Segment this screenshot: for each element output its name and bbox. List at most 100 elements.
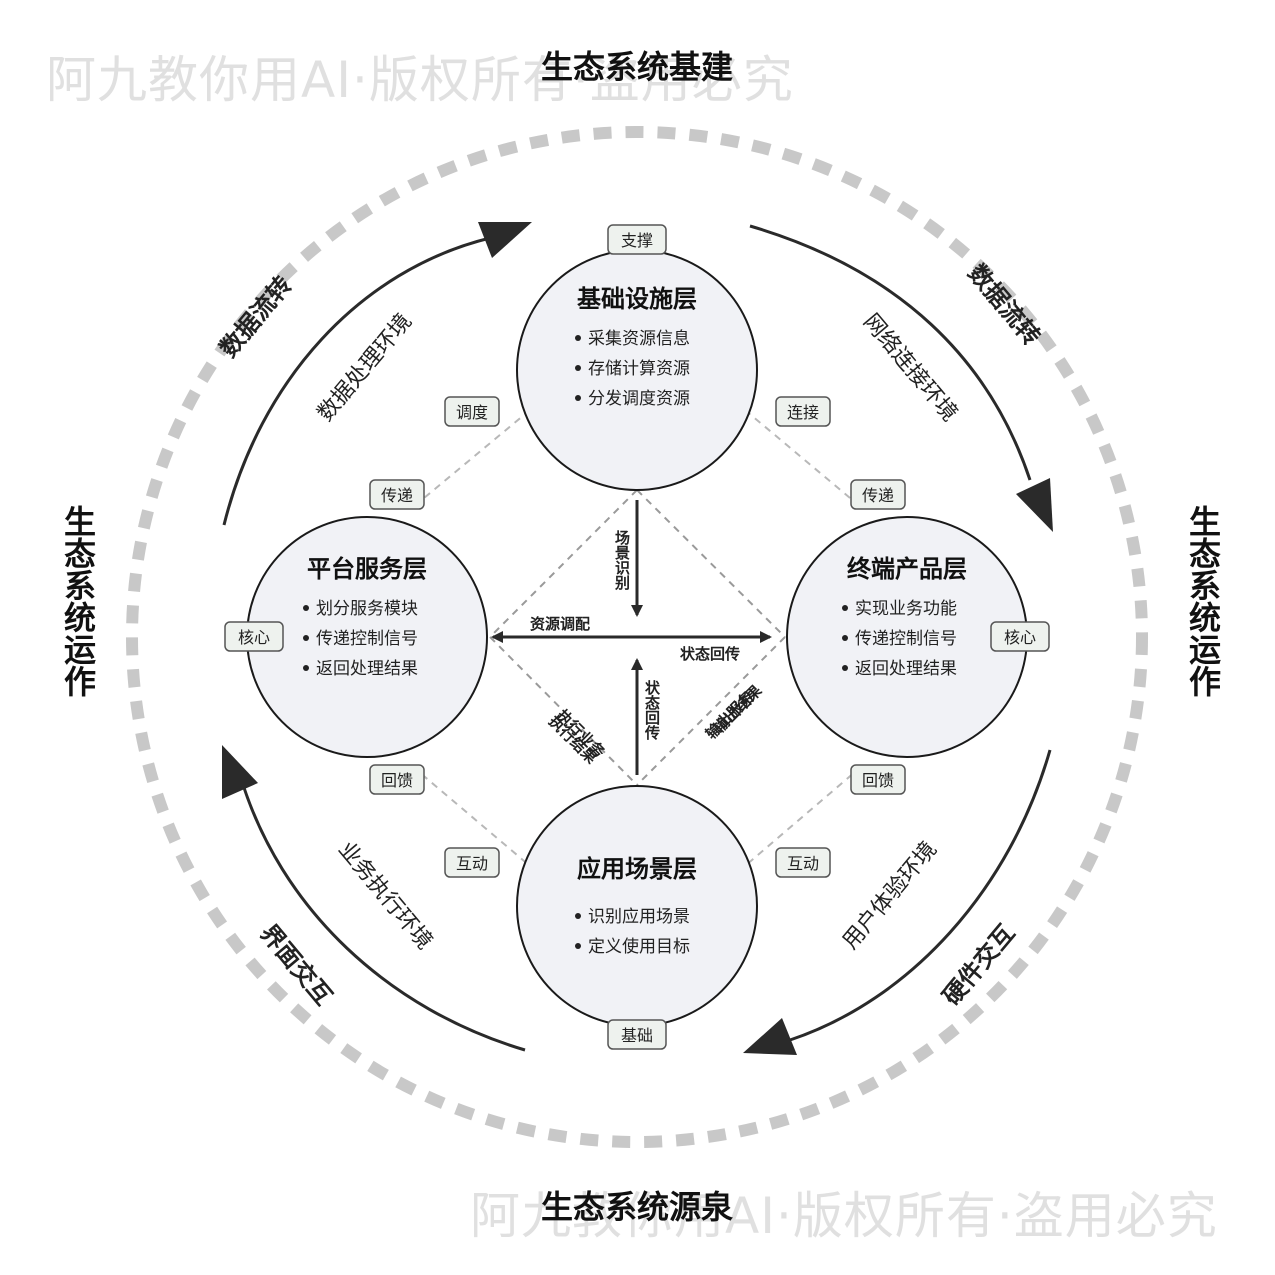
application-item: 识别应用场景 bbox=[588, 907, 690, 927]
label-bottom-left-inner: 业务执行环境 bbox=[333, 837, 437, 954]
infrastructure-item: 存储计算资源 bbox=[588, 359, 690, 379]
bullet-icon bbox=[842, 605, 848, 611]
tag-label: 互动 bbox=[456, 854, 488, 873]
tag-edge-infra-terminal: 连接 bbox=[775, 396, 831, 427]
label-top-left-outer: 数据流转 bbox=[214, 271, 297, 363]
node-terminal: 终端产品层 实现业务功能 传递控制信号 返回处理结果 bbox=[786, 516, 1028, 758]
label-top-left-inner: 数据处理环境 bbox=[313, 309, 417, 426]
tag-chips: 支撑 基础 核心 核心 调度 传递 连接 传递 bbox=[224, 224, 1050, 1050]
arc-top-left bbox=[222, 236, 491, 526]
application-title: 应用场景层 bbox=[577, 855, 697, 883]
bullet-icon bbox=[575, 943, 581, 949]
bullet-icon bbox=[575, 913, 581, 919]
tag-edge-platform-infra: 传递 bbox=[369, 479, 425, 510]
bullet-icon bbox=[575, 365, 581, 371]
tag-chip bbox=[444, 396, 500, 427]
tag-label: 基础 bbox=[621, 1026, 653, 1045]
platform-title: 平台服务层 bbox=[307, 555, 427, 583]
bullet-icon bbox=[303, 635, 309, 641]
tag-label: 互动 bbox=[787, 854, 819, 873]
tag-chip bbox=[444, 847, 500, 878]
tag-label: 回馈 bbox=[381, 771, 413, 790]
tag-edge-terminal-app: 回馈 bbox=[850, 764, 906, 795]
infrastructure-item: 分发调度资源 bbox=[588, 389, 690, 409]
tag-chip bbox=[775, 847, 831, 878]
tag-chip bbox=[850, 479, 906, 510]
tag-edge-infra-platform: 调度 bbox=[444, 396, 500, 427]
application-item: 定义使用目标 bbox=[588, 936, 690, 957]
node-infrastructure: 基础设施层 采集资源信息 存储计算资源 分发调度资源 bbox=[516, 249, 758, 491]
tag-edge-app-platform: 互动 bbox=[444, 847, 500, 878]
tag-application: 基础 bbox=[607, 1019, 667, 1050]
tag-chip bbox=[775, 396, 831, 427]
tag-label: 回馈 bbox=[862, 771, 894, 790]
label-scene-recognition: 场景识别 bbox=[613, 530, 631, 591]
arc-top-right bbox=[749, 224, 1032, 481]
curved-arrows bbox=[222, 224, 1052, 1052]
tag-chip bbox=[369, 764, 425, 795]
title-left: 生态系统运作 bbox=[59, 505, 97, 697]
tag-label: 支撑 bbox=[621, 231, 653, 250]
watermark-bottom: 阿九教你用AI·版权所有·盗用必究 bbox=[470, 1187, 1218, 1245]
arrowhead-bottom-right bbox=[743, 1018, 797, 1055]
diamond-edge-ne bbox=[636, 489, 786, 638]
label-top-right-inner: 网络连接环境 bbox=[858, 309, 962, 426]
tag-platform: 核心 bbox=[224, 621, 284, 652]
terminal-title: 终端产品层 bbox=[847, 555, 967, 583]
terminal-item: 传递控制信号 bbox=[855, 629, 957, 649]
platform-item: 划分服务模块 bbox=[316, 599, 418, 619]
platform-item: 返回处理结果 bbox=[316, 659, 418, 679]
label-output-result: 输出结果 bbox=[710, 681, 766, 737]
platform-item: 传递控制信号 bbox=[316, 629, 418, 649]
application-items: 识别应用场景 定义使用目标 bbox=[575, 907, 690, 957]
terminal-items: 实现业务功能 传递控制信号 返回处理结果 bbox=[842, 599, 957, 679]
tag-label: 传递 bbox=[381, 486, 413, 505]
tag-label: 传递 bbox=[862, 486, 894, 505]
arc-arrowheads bbox=[222, 222, 1053, 1055]
infrastructure-title: 基础设施层 bbox=[577, 285, 697, 313]
label-state-return-h: 状态回传 bbox=[680, 645, 740, 663]
watermark-top: 阿九教你用AI·版权所有·盗用必究 bbox=[46, 51, 794, 109]
outer-ring bbox=[126, 126, 1148, 1148]
infrastructure-items: 采集资源信息 存储计算资源 分发调度资源 bbox=[575, 329, 690, 409]
center-arrows bbox=[491, 500, 772, 775]
tag-chip bbox=[224, 621, 284, 652]
diamond-edge-se bbox=[636, 636, 786, 786]
center-labels: 场景识别 资源调配 状态回传 状态回传 执行结果 执行业务 输出服务 输出结果 bbox=[530, 530, 766, 768]
tag-label: 核心 bbox=[1004, 628, 1036, 647]
terminal-item: 实现业务功能 bbox=[855, 599, 957, 619]
tag-terminal: 核心 bbox=[990, 621, 1050, 652]
inner-diamond bbox=[489, 489, 786, 786]
infrastructure-item: 采集资源信息 bbox=[588, 329, 690, 349]
tag-label: 连接 bbox=[787, 403, 819, 422]
tag-chip bbox=[990, 621, 1050, 652]
arrowhead-bottom-left bbox=[222, 745, 258, 799]
diamond-edge-sw bbox=[489, 636, 638, 786]
bullet-icon bbox=[303, 665, 309, 671]
tag-label: 调度 bbox=[456, 403, 488, 422]
tag-chip bbox=[850, 764, 906, 795]
tag-edge-app-terminal: 互动 bbox=[775, 847, 831, 878]
label-top-right-outer: 数据流转 bbox=[963, 259, 1046, 351]
tag-edge-platform-app: 回馈 bbox=[369, 764, 425, 795]
bullet-icon bbox=[575, 395, 581, 401]
arrowhead-top-right bbox=[1016, 478, 1053, 532]
title-top: 生态系统基建 bbox=[540, 48, 734, 86]
title-bottom: 生态系统源泉 bbox=[540, 1188, 734, 1226]
tag-edge-terminal-infra: 传递 bbox=[850, 479, 906, 510]
bullet-icon bbox=[575, 335, 581, 341]
bullet-icon bbox=[303, 605, 309, 611]
arc-bottom-left bbox=[238, 774, 526, 1052]
label-resource-alloc: 资源调配 bbox=[530, 615, 590, 633]
bullet-icon bbox=[842, 635, 848, 641]
arrowhead-top-left bbox=[478, 222, 532, 258]
tag-chip bbox=[607, 1019, 667, 1050]
application-circle bbox=[516, 785, 758, 1027]
tag-chip bbox=[607, 224, 667, 255]
tag-infrastructure: 支撑 bbox=[607, 224, 667, 255]
label-state-return-v: 状态回传 bbox=[643, 679, 661, 741]
arc-bottom-right bbox=[789, 749, 1052, 1042]
platform-items: 划分服务模块 传递控制信号 返回处理结果 bbox=[303, 599, 418, 679]
title-right: 生态系统运作 bbox=[1184, 505, 1222, 697]
